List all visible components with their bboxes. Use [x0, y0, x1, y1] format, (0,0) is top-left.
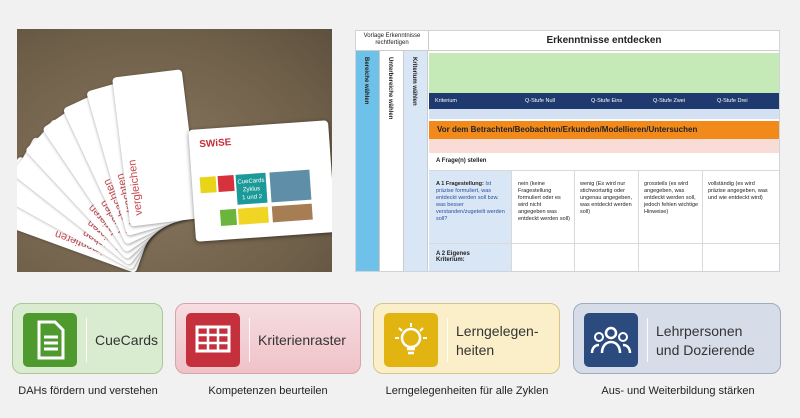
vertical-label-1: Bereiche wählen [356, 51, 380, 271]
lehrpersonen-button[interactable]: Lehrpersonen und Dozierende [573, 303, 781, 374]
cuecards-button[interactable]: CueCards [12, 303, 163, 374]
cuecards-label: CueCards [95, 332, 159, 348]
vertical-label-3: Kriterium wählen [404, 51, 428, 271]
caption-lehrpersonen: Aus- und Weiterbildung stärken [601, 385, 755, 397]
swise-logo: SWiSE [198, 137, 232, 151]
header-q1: Q-Stufe Eins [591, 98, 623, 104]
header-q0: Q-Stufe Null [525, 98, 555, 104]
kriterienraster-table: Vorlage Erkenntnisse rechtfertigen Erken… [355, 30, 780, 272]
row-a1-criterion: A 1 Fragestellung: Ist präzise formulier… [436, 181, 505, 222]
pink-band [429, 139, 779, 153]
caption-kriterienraster: Kompetenzen beurteilen [208, 385, 328, 397]
vertical-label-2: Unterbereiche wählen [380, 51, 404, 271]
cuecard-label: vergleichen [126, 158, 146, 217]
table-title: Erkenntnisse entdecken [429, 31, 779, 51]
row-a2-label: A 2 Eigenes Kriterium: [436, 251, 470, 263]
kriterienraster-button[interactable]: Kriterienraster [175, 303, 361, 374]
row-a1-q2: grossteils (es wird angegeben, was entde… [644, 181, 699, 215]
header-q3: Q-Stufe Drei [717, 98, 748, 104]
front-card-title: CueCards Zyklus 1 und 2 [235, 172, 268, 205]
blue-strip [429, 109, 779, 119]
table-top-left: Vorlage Erkenntnisse rechtfertigen [356, 31, 429, 51]
row-a1-q0: nein (keine Fragestellung formuliert ode… [518, 181, 570, 222]
header-row: Kriterium Q-Stufe Null Q-Stufe Eins Q-St… [429, 93, 779, 109]
lightbulb-icon [395, 323, 427, 355]
row-a-label: A Frage(n) stellen [436, 158, 487, 164]
lerngelegenheiten-button[interactable]: Lerngelegen- heiten [373, 303, 560, 374]
header-q2: Q-Stufe Zwei [653, 98, 686, 104]
kriterienraster-label: Kriterienraster [258, 332, 346, 348]
document-icon [37, 320, 65, 360]
green-band [429, 53, 779, 93]
people-group-icon [590, 326, 632, 354]
lerngelegenheiten-label: Lerngelegen- heiten [456, 323, 539, 358]
header-kriterium: Kriterium [435, 98, 458, 104]
row-a1-q3: vollständig (es wird präzise angegeben, … [708, 181, 768, 201]
caption-lerngelegenheiten: Lerngelegenheiten für alle Zyklen [385, 385, 549, 397]
row-a1-q1: wenig (Es wird nur stichwortartig oder u… [580, 181, 632, 215]
orange-phase-bar: Vor dem Betrachten/Beobachten/Erkunden/M… [429, 121, 779, 139]
cuecards-photo: experimentierenversuchenlaborierenexplor… [17, 29, 332, 272]
caption-cuecards: DAHs fördern und verstehen [18, 385, 158, 397]
grid-table-icon [195, 325, 231, 353]
lehrpersonen-label: Lehrpersonen und Dozierende [656, 323, 755, 358]
front-cuecard: SWiSE CueCards Zyklus 1 und 2 [188, 120, 332, 242]
